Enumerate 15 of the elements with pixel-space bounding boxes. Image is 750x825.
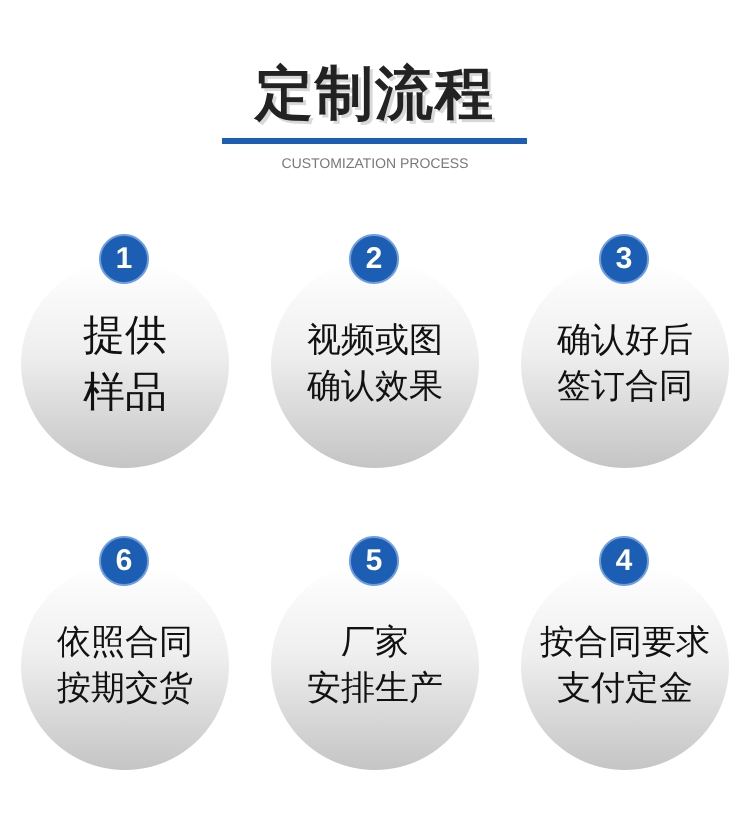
step-number: 6 bbox=[99, 536, 149, 586]
step-number: 2 bbox=[349, 234, 399, 284]
step-text: 安排生产 bbox=[306, 667, 444, 710]
step-text: 厂家 bbox=[340, 621, 410, 664]
step-number: 4 bbox=[599, 536, 649, 586]
step-text: 依照合同按期交货 bbox=[56, 621, 194, 710]
step-number: 5 bbox=[349, 536, 399, 586]
step-number: 1 bbox=[99, 234, 149, 284]
page-title: 定制流程 bbox=[255, 62, 495, 126]
step-text: 按合同要求支付定金 bbox=[538, 621, 711, 710]
step-text: 确认好后签订合同 bbox=[556, 319, 694, 408]
step-number: 3 bbox=[599, 234, 649, 284]
step-text: 视频或图确认效果 bbox=[306, 319, 444, 408]
step-text: 提供样品 bbox=[82, 309, 168, 418]
subtitle: CUSTOMIZATION PROCESS bbox=[282, 155, 468, 171]
